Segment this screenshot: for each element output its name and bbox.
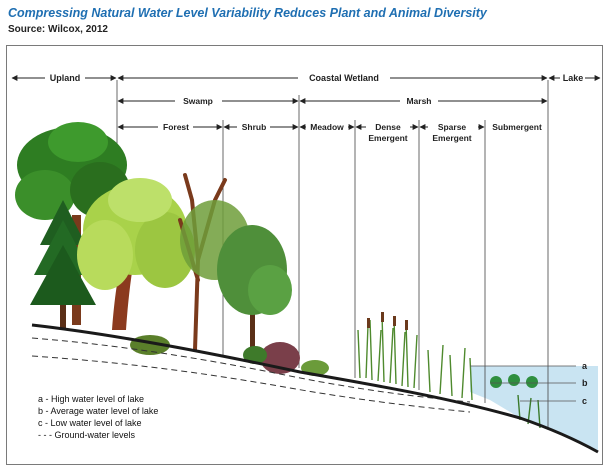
label-upland: Upland	[50, 73, 81, 83]
shrub-tree	[217, 225, 292, 355]
label-shrub: Shrub	[242, 122, 267, 132]
legend-item-a: a - High water level of lake	[38, 394, 144, 404]
legend-item-groundwater: - - - Ground-water levels	[38, 430, 136, 440]
label-dense-emergent-line2: Emergent	[368, 133, 407, 143]
label-forest: Forest	[163, 122, 189, 132]
label-marsh: Marsh	[406, 96, 431, 106]
legend-item-b: b - Average water level of lake	[38, 406, 158, 416]
label-swamp: Swamp	[183, 96, 213, 106]
label-sparse-emergent-line1: Sparse	[438, 122, 467, 132]
label-meadow: Meadow	[310, 122, 344, 132]
zone-arrows	[12, 78, 600, 127]
water-level-b: b	[582, 378, 588, 388]
water-level-c: c	[582, 396, 587, 406]
label-sparse-emergent-line2: Emergent	[432, 133, 471, 143]
legend-item-c: c - Low water level of lake	[38, 418, 142, 428]
label-dense-emergent-line1: Dense	[375, 122, 401, 132]
cattail-heads	[367, 312, 408, 330]
label-submergent: Submergent	[492, 122, 542, 132]
label-lake: Lake	[563, 73, 584, 83]
label-coastal-wetland: Coastal Wetland	[309, 73, 379, 83]
